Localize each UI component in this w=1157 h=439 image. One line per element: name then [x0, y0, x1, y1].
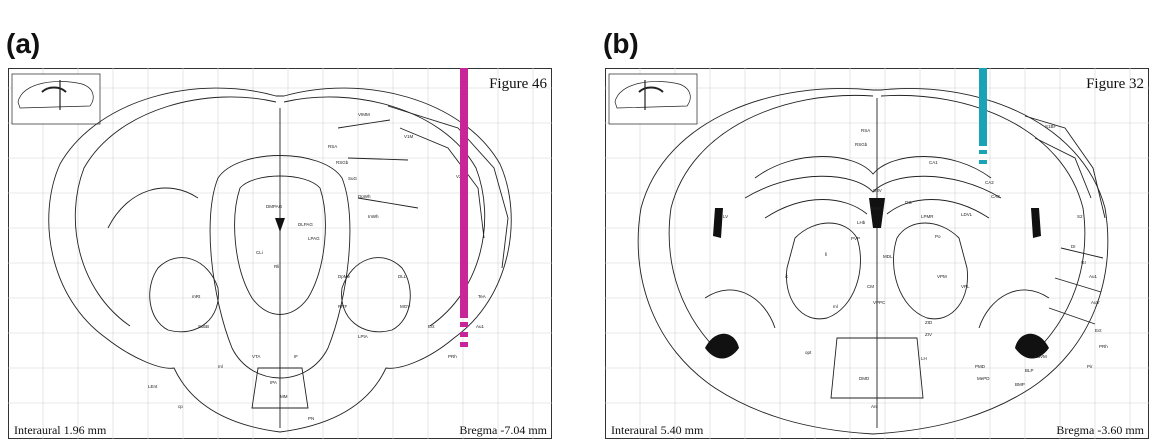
svg-text:VTA: VTA	[252, 354, 260, 359]
svg-text:TeA: TeA	[478, 294, 486, 299]
svg-text:DLL: DLL	[398, 274, 407, 279]
svg-text:CA2: CA2	[985, 180, 994, 185]
svg-text:LaVM: LaVM	[1035, 354, 1047, 359]
brain-outline	[637, 88, 1109, 435]
svg-text:BMP: BMP	[1015, 382, 1025, 387]
svg-text:BLP: BLP	[1025, 368, 1034, 373]
svg-text:V2: V2	[456, 174, 462, 179]
interaural-b: Interaural 5.40 mm	[611, 423, 704, 437]
interaural-a: Interaural 1.96 mm	[14, 423, 107, 437]
svg-text:ZIV: ZIV	[925, 332, 932, 337]
svg-text:SubB: SubB	[198, 324, 209, 329]
svg-text:MM: MM	[280, 394, 288, 399]
svg-text:RSGb: RSGb	[855, 142, 868, 147]
aqueduct-marker	[275, 218, 285, 232]
svg-text:LH: LH	[921, 356, 927, 361]
svg-text:fi: fi	[825, 252, 827, 257]
panel-b: (b)	[597, 0, 1157, 439]
svg-text:PRh: PRh	[448, 354, 457, 359]
svg-text:opt: opt	[805, 350, 812, 355]
svg-text:LV: LV	[723, 214, 728, 219]
svg-text:DpMe: DpMe	[338, 274, 351, 279]
svg-text:RSA: RSA	[861, 128, 870, 133]
svg-text:LHb: LHb	[857, 220, 866, 225]
svg-text:DMD: DMD	[859, 376, 870, 381]
svg-text:ml: ml	[218, 364, 223, 369]
svg-text:ZID: ZID	[925, 320, 933, 325]
svg-text:RRF: RRF	[338, 304, 347, 309]
svg-text:Pir: Pir	[1087, 364, 1093, 369]
bregma-a: Bregma -7.04 mm	[459, 423, 547, 437]
probe-track-a	[460, 68, 468, 347]
svg-text:LPMR: LPMR	[921, 214, 934, 219]
bregma-b: Bregma -3.60 mm	[1056, 423, 1144, 437]
svg-text:S2: S2	[1077, 214, 1083, 219]
svg-text:RSGb: RSGb	[336, 160, 349, 165]
svg-text:InWh: InWh	[368, 214, 379, 219]
svg-text:S1BF: S1BF	[1045, 124, 1057, 129]
svg-text:Po: Po	[935, 234, 941, 239]
figure-number-a: Figure 46	[489, 76, 547, 92]
sagittal-inset	[11, 73, 101, 125]
svg-text:PRh: PRh	[1099, 344, 1108, 349]
svg-text:GI: GI	[1081, 260, 1086, 265]
probe-track-b	[979, 68, 987, 164]
svg-text:IF: IF	[294, 354, 298, 359]
svg-text:MGV: MGV	[400, 304, 410, 309]
svg-text:Au1: Au1	[476, 324, 485, 329]
svg-text:cp: cp	[178, 404, 183, 409]
svg-text:CLi: CLi	[256, 250, 263, 255]
svg-text:ic: ic	[785, 274, 789, 279]
svg-text:CM: CM	[867, 284, 874, 289]
svg-text:AuV: AuV	[1091, 300, 1100, 305]
svg-text:Rli: Rli	[274, 264, 279, 269]
svg-text:ml: ml	[833, 304, 838, 309]
svg-text:CA3: CA3	[991, 194, 1000, 199]
svg-text:Ect: Ect	[428, 324, 435, 329]
svg-text:DMPAG: DMPAG	[266, 204, 283, 209]
svg-text:LEnt: LEnt	[148, 384, 158, 389]
svg-text:VPM: VPM	[937, 274, 947, 279]
svg-text:IPA: IPA	[270, 380, 277, 385]
svg-text:LPAG: LPAG	[308, 236, 320, 241]
svg-text:PMD: PMD	[975, 364, 986, 369]
svg-text:Au1: Au1	[1089, 274, 1098, 279]
svg-text:DpWh: DpWh	[358, 194, 371, 199]
svg-text:mRt: mRt	[192, 294, 201, 299]
brain-outline	[48, 87, 512, 433]
svg-text:PVP: PVP	[851, 236, 860, 241]
svg-text:DG: DG	[905, 200, 912, 205]
svg-text:SuG: SuG	[348, 176, 358, 181]
svg-text:MePD: MePD	[977, 376, 990, 381]
svg-text:LPtA: LPtA	[358, 334, 368, 339]
panel-a: (a) VIMM V1M V2	[0, 0, 560, 439]
svg-text:VPPC: VPPC	[873, 300, 886, 305]
region-labels: VIMM V1M V2 RSA RSGb DMPAG DLPAG LPAG DpWhInW…	[148, 112, 486, 421]
svg-text:Ect: Ect	[1095, 328, 1102, 333]
svg-text:V1M: V1M	[404, 134, 414, 139]
panel-a-label: (a)	[6, 28, 41, 59]
svg-text:Arc: Arc	[871, 404, 879, 409]
ventricles	[705, 198, 1049, 359]
svg-text:RSA: RSA	[328, 144, 337, 149]
svg-text:PN: PN	[308, 416, 314, 421]
svg-text:VPL: VPL	[961, 284, 970, 289]
panel-b-label: (b)	[603, 28, 639, 59]
svg-text:LDVL: LDVL	[961, 212, 973, 217]
svg-text:MHb: MHb	[871, 206, 881, 211]
figure-number-b: Figure 32	[1086, 76, 1144, 92]
svg-text:DI: DI	[1071, 244, 1076, 249]
svg-text:MDL: MDL	[883, 254, 893, 259]
atlas-plate-a: VIMM V1M V2 RSA RSGb DMPAG DLPAG LPAG DpWhInW…	[8, 68, 552, 439]
svg-text:VIMM: VIMM	[358, 112, 370, 117]
sagittal-inset	[608, 73, 698, 125]
svg-text:CA1: CA1	[929, 160, 938, 165]
svg-text:DLPAG: DLPAG	[298, 222, 313, 227]
svg-text:D3V: D3V	[873, 188, 882, 193]
